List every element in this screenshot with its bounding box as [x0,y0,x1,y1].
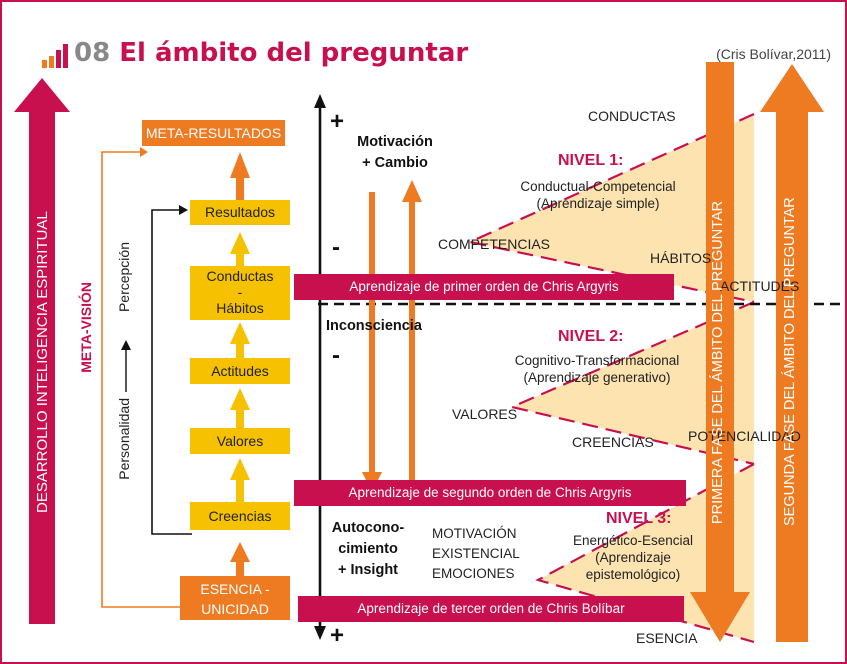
minus-2: - [332,342,340,369]
level-2-desc-1: Cognitivo-Transformacional [514,353,680,368]
label-esencia: ESENCIA [636,630,698,646]
metavision-label: META-VISIÓN [78,282,94,373]
level-1-title: NIVEL 1: [558,152,624,169]
conducts-habits-box: Conductas - Hábitos [190,266,290,320]
habits-text: Hábitos [216,300,264,316]
label-habitos: HÁBITOS [650,250,712,266]
results-box: Resultados [190,200,290,225]
self-knowledge-label: Autocono- cimiento + Insight [322,518,414,581]
level-2-desc-2: (Aprendizaje generativo) [523,370,671,385]
page-number: 08 [74,38,111,68]
second-order-band: Aprendizaje de segundo orden de Chris Ar… [294,480,686,506]
meta-results-box: META-RESULTADOS [142,120,285,146]
label-creencias: CREENCIAS [572,434,654,450]
change-text: + Cambio [362,155,428,171]
label-motivacion-existencial: MOTIVACIÓN EXISTENCIAL EMOCIONES [432,524,520,584]
level-3-desc-1: Energético-Esencial [572,533,694,548]
emociones-text: EMOCIONES [432,566,515,581]
stack-arrow-yellow-3 [230,388,250,428]
perception-arrow-head [121,340,131,350]
stack-arrow-yellow-2 [230,322,250,358]
perception-label: Percepción [116,242,132,313]
orange-up-arrow [402,180,422,202]
plus-bottom: + [330,622,345,649]
unconscious-label: Inconsciencia [326,318,422,334]
label-competencias: COMPETENCIAS [438,236,551,252]
phase-2-arrow [760,64,824,642]
motivacion-ex-text-2: EXISTENCIAL [432,546,520,561]
conducts-dash: - [237,284,243,300]
minus-1: - [332,234,340,261]
level-1-desc-1: Conductual-Competencial [520,179,676,194]
attitudes-box: Actitudes [190,358,290,384]
triangle-level-2 [512,302,754,464]
level-1-desc-2: (Aprendizaje simple) [536,196,660,211]
plus-top: + [330,108,345,135]
self-text-2: cimiento [338,541,398,557]
stack-arrow-orange-2 [230,542,250,576]
spiritual-intelligence-label: DESARROLLO INTELIGENCIA ESPIRITUAL [34,211,51,513]
self-text-1: Autocono- [331,520,405,536]
essence-text-2: UNICIDAD [201,601,269,617]
beliefs-box: Creencias [190,502,290,530]
stack-arrow-orange-1 [230,152,250,200]
phase-1-label: PRIMERA FASE DEL ÁMBITO DEL PREGUNTAR [710,200,726,524]
phase-2-label: SEGUNDA FASE DEL ÁMBITO DEL PREGUNTAR [782,197,798,527]
label-conductas: CONDUCTAS [588,108,676,124]
essence-text-1: ESENCIA - [200,581,270,597]
metavision-bracket [101,151,180,608]
triangle-level-1 [470,114,754,302]
page-title-text: El ámbito del preguntar [119,38,469,68]
first-order-band: Aprendizaje de primer orden de Chris Arg… [294,274,674,300]
level-3-desc-3: epistemológico) [585,567,681,582]
level-2-desc: Cognitivo-Transformacional (Aprendizaje … [482,352,712,386]
third-order-band: Aprendizaje de tercer orden de Chris Bol… [298,596,684,622]
stack-arrow-yellow-1 [230,232,250,266]
motivacion-ex-text-1: MOTIVACIÓN [432,526,517,541]
values-box: Valores [190,428,290,454]
phase-1-arrow [690,62,750,642]
label-valores: VALORES [452,406,518,422]
big-crimson-arrow [14,78,70,624]
level-2-title: NIVEL 2: [558,328,624,345]
level-1-desc: Conductual-Competencial (Aprendizaje sim… [488,178,708,212]
black-bracket [151,209,192,535]
motivation-text: Motivación [357,134,433,150]
conducts-text: Conductas [206,268,274,284]
personality-label: Personalidad [116,398,132,480]
label-potencialidad: POTENCIALIDAD [688,428,801,444]
motivation-label: Motivación + Cambio [350,132,440,174]
page-title: 08 El ámbito del preguntar [74,38,468,68]
stack-arrow-yellow-4 [230,458,250,502]
level-3-title: NIVEL 3: [606,510,672,527]
label-actitudes: ACTITUDES [720,278,800,294]
level-3-desc: Energético-Esencial (Aprendizaje epistem… [558,532,708,583]
essence-box: ESENCIA - UNICIDAD [180,576,290,620]
level-3-desc-2: (Aprendizaje [595,550,671,565]
citation: (Cris Bolívar,2011) [716,46,831,62]
self-text-3: + Insight [337,562,399,578]
triangle-outline-2 [508,300,755,466]
